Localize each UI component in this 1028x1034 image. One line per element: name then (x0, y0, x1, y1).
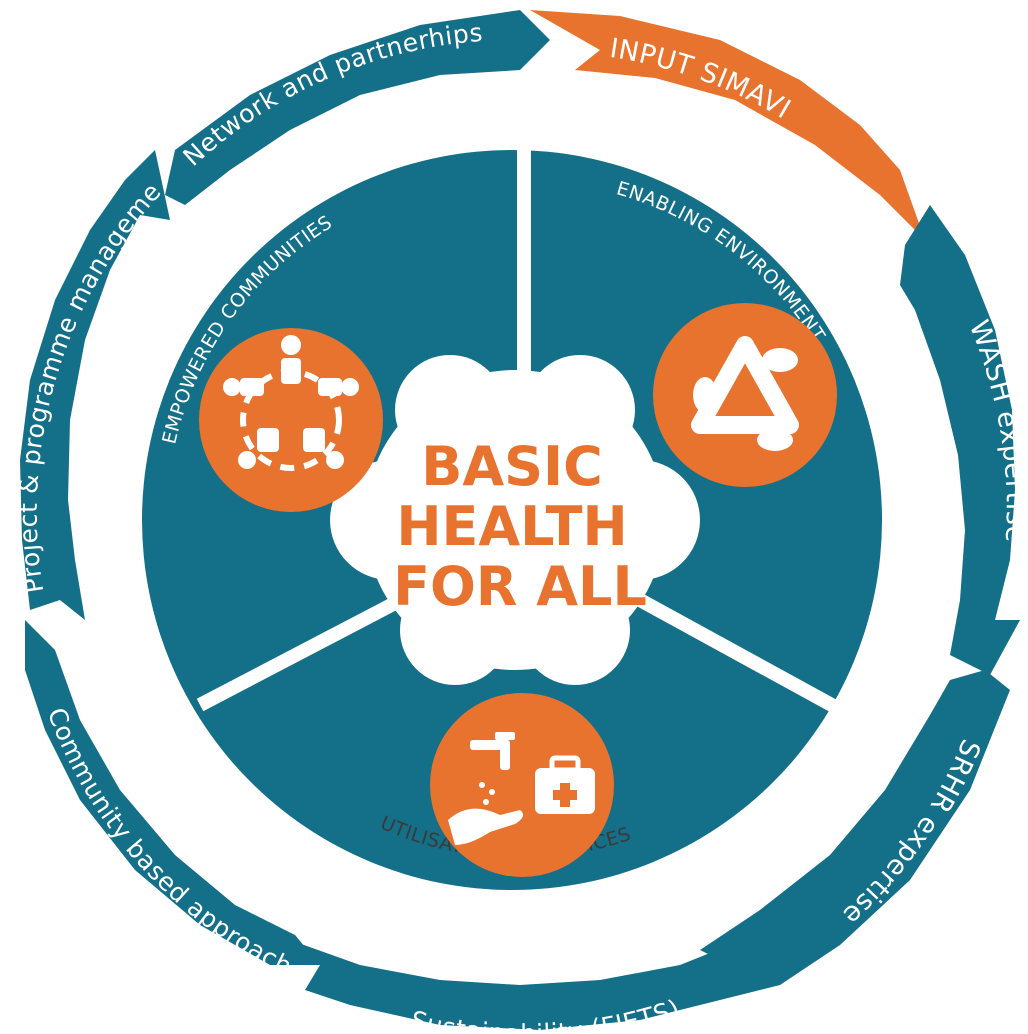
center-title-line-1: BASIC (421, 435, 603, 498)
ring-arrow-project (20, 150, 170, 620)
center-title-line-3: FOR ALL (393, 555, 647, 618)
handwash-medkit-icon (430, 693, 614, 877)
center-badge (330, 355, 700, 685)
ring-label-project: Project & programme management (0, 0, 167, 595)
hands-recycle-icon (653, 303, 837, 487)
ring-arrow-srhr (700, 670, 1010, 1000)
ring-arrow-input-simavi (530, 10, 925, 240)
ring-arrow-wash (900, 205, 1020, 675)
people-circle-icon (199, 328, 383, 512)
ring-arrow-sustainability (290, 940, 760, 1030)
outer-ring (20, 10, 1020, 1030)
ring-arrow-community (25, 620, 320, 965)
ring-arrow-network (165, 10, 550, 205)
center-title-line-2: HEALTH (396, 495, 627, 558)
